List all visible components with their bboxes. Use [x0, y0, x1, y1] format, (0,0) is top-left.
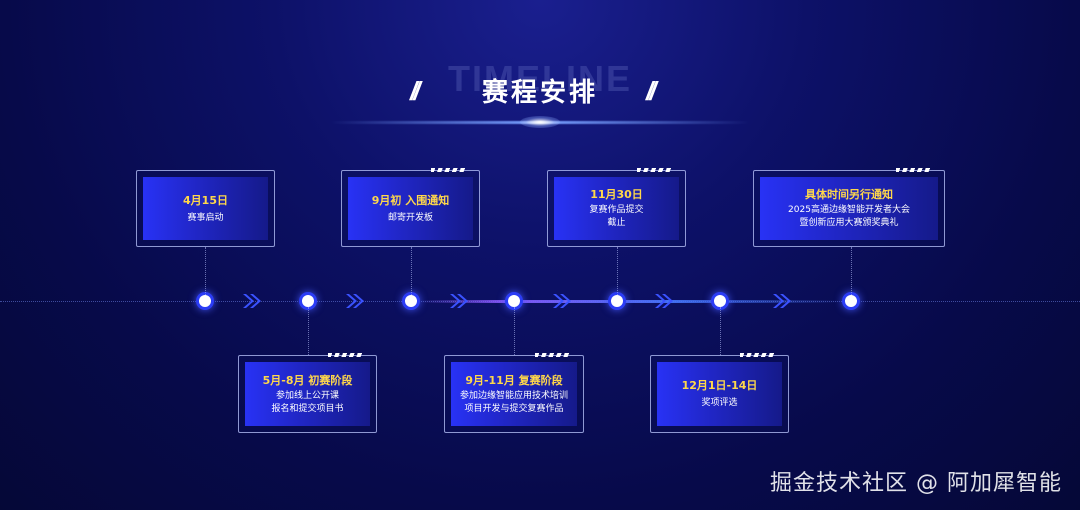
chevron-right-icon — [346, 294, 364, 308]
timeline-node — [845, 295, 857, 307]
event-description: 2025高通边缘智能开发者大会 — [788, 205, 910, 215]
event-description: 奖项评选 — [701, 398, 738, 408]
event-date: 11月30日 — [590, 188, 643, 201]
timeline-node — [199, 295, 211, 307]
page-title: 赛程安排 — [481, 78, 598, 108]
card-decoration — [328, 353, 362, 357]
connector-line — [308, 307, 309, 355]
event-card: 9月初 入围通知 邮寄开发板 — [341, 168, 480, 247]
event-description: 复赛作品提交 — [589, 205, 644, 215]
timeline-node — [302, 295, 314, 307]
event-date: 12月1日-14日 — [681, 379, 758, 392]
event-date: 9月初 入围通知 — [371, 193, 450, 207]
card-decoration — [637, 168, 671, 172]
event-description: 报名和提交项目书 — [271, 403, 344, 414]
event-card: 具体时间另行通知 2025高通边缘智能开发者大会 暨创新应用大赛颁奖典礼 — [753, 168, 945, 247]
connector-line — [851, 247, 852, 295]
card-decoration — [740, 353, 774, 357]
event-card: 5月-8月 初赛阶段 参加线上公开课 报名和提交项目书 — [238, 353, 377, 433]
chevron-right-icon — [655, 294, 673, 308]
timeline-node — [405, 295, 417, 307]
event-card: 9月-11月 复赛阶段 参加边缘智能应用技术培训 项目开发与提交复赛作品 — [444, 353, 584, 433]
timeline-node — [714, 295, 726, 307]
card-decoration — [431, 168, 465, 172]
connector-line — [411, 247, 412, 295]
card-decoration — [535, 353, 569, 357]
timeline-node — [508, 295, 520, 307]
event-date: 9月-11月 复赛阶段 — [465, 373, 563, 387]
connector-line — [617, 247, 618, 295]
chevron-right-icon — [243, 294, 261, 308]
card-decoration — [896, 168, 930, 172]
timeline-axis-highlight — [420, 300, 840, 303]
event-date: 4月15日 — [183, 193, 228, 207]
event-date: 5月-8月 初赛阶段 — [262, 373, 353, 387]
connector-line — [205, 247, 206, 295]
event-description: 截止 — [607, 218, 626, 228]
connector-line — [720, 307, 721, 355]
event-description: 参加线上公开课 — [275, 390, 339, 401]
event-description: 参加边缘智能应用技术培训 — [459, 390, 568, 401]
chevron-right-icon — [450, 294, 468, 308]
event-card: 12月1日-14日 奖项评选 — [650, 353, 789, 433]
header-bg-text: TIMELINE — [448, 58, 632, 99]
timeline-node — [611, 295, 623, 307]
title-glow-dot — [520, 116, 560, 128]
event-description: 赛事启动 — [187, 212, 224, 223]
event-card: 4月15日 赛事启动 — [136, 170, 275, 247]
event-description: 项目开发与提交复赛作品 — [464, 403, 564, 414]
event-card: 11月30日 复赛作品提交 截止 — [547, 168, 686, 247]
chevron-right-icon — [773, 294, 791, 308]
event-description: 邮寄开发板 — [387, 212, 433, 223]
connector-line — [514, 307, 515, 355]
header: TIMELINE // 赛程安排 // — [0, 58, 1080, 118]
event-description: 暨创新应用大赛颁奖典礼 — [799, 218, 899, 228]
header-slash-left: // — [410, 76, 421, 106]
header-slash-right: // — [646, 76, 657, 106]
chevron-right-icon — [553, 294, 571, 308]
watermark: 掘金技术社区 @ 阿加犀智能 — [770, 471, 1062, 496]
event-date: 具体时间另行通知 — [805, 188, 893, 201]
